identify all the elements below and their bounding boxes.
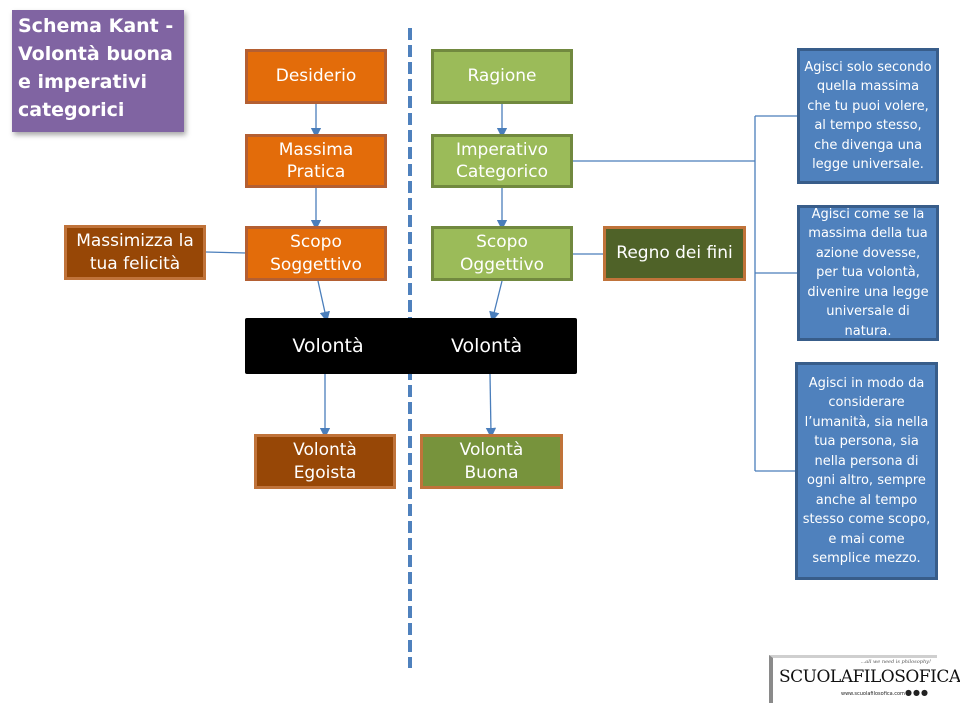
- node-desiderio: Desiderio: [245, 49, 387, 104]
- logo-name: SCUOLAFILOSOFICA: [779, 667, 960, 687]
- node-volonta-buona: Volontà Buona: [420, 434, 563, 489]
- arrow-scopo-volonta-left: [317, 280, 330, 323]
- instagram-icon: ●: [920, 688, 929, 697]
- diagram-title: Schema Kant - Volontà buona e imperativi…: [12, 10, 184, 132]
- social-icons: ●●●: [905, 688, 929, 697]
- node-ragione: Ragione: [431, 49, 573, 104]
- node-scopo-soggettivo: Scopo Soggettivo: [245, 226, 387, 281]
- node-imperativo-categorico: Imperativo Categorico: [431, 134, 573, 188]
- node-massima-pratica: Massima Pratica: [245, 134, 387, 188]
- logo-tagline: ...all we need is philosophy!: [860, 659, 931, 665]
- node-volonta-left: Volontà: [245, 318, 411, 374]
- formulation-3: Agisci in modo da considerare l’umanità,…: [795, 362, 938, 580]
- twitter-icon: ●: [905, 688, 913, 697]
- scuolafilosofica-logo: ...all we need is philosophy! SCUOLAFILO…: [769, 655, 960, 703]
- node-massimizza-felicita: Massimizza la tua felicità: [64, 225, 206, 280]
- node-regno-dei-fini: Regno dei fini: [603, 226, 746, 281]
- node-volonta-egoista: Volontà Egoista: [254, 434, 396, 489]
- facebook-icon: ●: [912, 688, 921, 697]
- node-volonta-right: Volontà: [409, 318, 577, 374]
- link-massimizza-scopo: [205, 251, 247, 254]
- logo-url: www.scuolafilosofica.com: [841, 691, 905, 697]
- node-scopo-oggettivo: Scopo Oggettivo: [431, 226, 573, 281]
- arrow-volonta-buona: [485, 373, 497, 439]
- formulation-1: Agisci solo secondo quella massima che t…: [797, 48, 939, 184]
- arrow-scopo-volonta-right: [489, 280, 503, 323]
- formulation-2: Agisci come se la massima della tua azio…: [797, 205, 939, 341]
